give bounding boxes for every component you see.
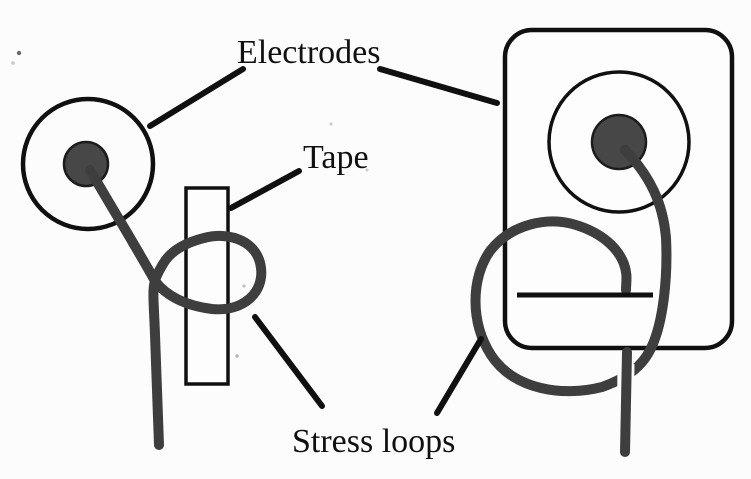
electrodes-pointer-left: [147, 66, 246, 129]
noise-speck: [365, 168, 369, 172]
electrode-contact-disc: [62, 140, 110, 188]
noise-speck: [329, 122, 333, 126]
right-electrode-assembly: [470, 27, 735, 457]
lead-wire-tail: [620, 347, 632, 457]
noise-speck: [235, 354, 239, 358]
electrode-outer-circle: [547, 70, 691, 214]
electrode-outer-circle: [20, 96, 156, 232]
stress-loops-pointer-left: [252, 314, 325, 409]
tape-pointer: [228, 168, 302, 211]
adhesive-pad: [502, 27, 735, 351]
tape-label: Tape: [303, 139, 369, 176]
noise-speck: [242, 284, 246, 288]
stress-loops-label: Stress loops: [292, 423, 455, 460]
left-electrode-assembly: [20, 96, 267, 450]
noise-speck: [11, 61, 15, 65]
stress-loops-pointer-right: [434, 336, 484, 416]
scan-noise: [11, 50, 369, 358]
pointer-lines: [147, 66, 500, 416]
electrodes-label: Electrodes: [237, 34, 381, 71]
lead-wire-with-stress-loop: [470, 145, 672, 397]
noise-speck: [16, 50, 22, 56]
lead-wire-with-stress-loop: [85, 165, 267, 450]
electrodes-pointer-right: [377, 66, 500, 106]
tape-strip: [184, 186, 230, 386]
